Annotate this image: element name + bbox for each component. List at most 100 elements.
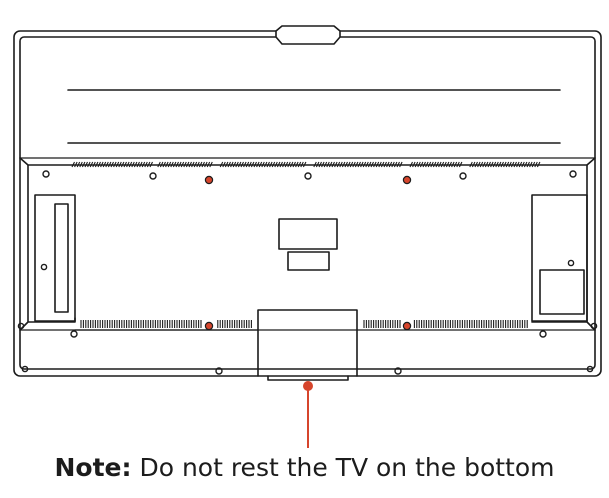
vent-slot [172, 161, 177, 168]
left-port-slot [54, 203, 69, 313]
vent-slot [74, 161, 78, 168]
vent-slot [128, 161, 133, 168]
vent-slot [419, 161, 424, 168]
vent-slot [328, 161, 333, 168]
vent-slot [258, 161, 263, 168]
vent-slot [344, 161, 348, 168]
vent-slot [271, 161, 276, 168]
right-port-box [531, 194, 588, 322]
vent-slot [245, 161, 250, 168]
vent-slot [287, 161, 291, 168]
vent-slot [162, 161, 166, 168]
top-hook [275, 25, 341, 45]
vent-slot [105, 161, 109, 168]
vent-slot [456, 161, 460, 168]
vent-slot [87, 161, 91, 168]
vent-slot [300, 161, 304, 168]
vent-slot [365, 161, 369, 168]
vent-slot [531, 161, 536, 168]
vent-slot [92, 161, 96, 168]
vent-slot [209, 161, 213, 168]
vent-slot [146, 161, 151, 168]
vent-slot [149, 161, 153, 168]
vent-slot [167, 161, 172, 168]
vent-slot [373, 161, 377, 168]
vent-slot [529, 161, 533, 168]
bottom-stand-block [257, 309, 358, 377]
vent-slot [170, 161, 174, 168]
vent-slot [422, 161, 426, 168]
vent-slot [196, 161, 200, 168]
vent-slot [84, 161, 88, 168]
vent-slot [81, 161, 86, 168]
vent-slot [224, 161, 229, 168]
vent-slot [534, 161, 538, 168]
vent-slot [482, 161, 486, 168]
vent-slot [352, 161, 356, 168]
bottom-pointer-dot [303, 381, 313, 391]
vent-slot [331, 161, 335, 168]
vent-slot [484, 161, 489, 168]
center-connector-bottom [287, 251, 330, 271]
vent-slot [253, 161, 257, 168]
left-side-panel [19, 164, 76, 331]
vent-slot [347, 161, 351, 168]
vent-slot [76, 161, 81, 168]
vent-slot [362, 161, 367, 168]
vent-slot [357, 161, 361, 168]
vent-slot [414, 161, 419, 168]
vent-slot [510, 161, 515, 168]
vent-slot [102, 161, 107, 168]
vent-slot [185, 161, 190, 168]
vent-slot [180, 161, 185, 168]
vent-slot [113, 161, 117, 168]
vent-slot [503, 161, 507, 168]
vent-slot [453, 161, 458, 168]
center-connector-top [278, 218, 338, 250]
vent-slot [79, 161, 83, 168]
vent-slot [479, 161, 484, 168]
vent-slot [198, 161, 203, 168]
vent-slot [487, 161, 491, 168]
vent-slot [521, 161, 525, 168]
vent-slot [227, 161, 231, 168]
vent-slot [458, 161, 463, 168]
vent-slot [471, 161, 476, 168]
vent-slot [445, 161, 450, 168]
vent-slot [289, 161, 294, 168]
vent-slot [339, 161, 343, 168]
vent-slot [321, 161, 325, 168]
vent-slot [243, 161, 247, 168]
vent-slot [141, 161, 146, 168]
vent-slot [263, 161, 268, 168]
vent-slot [107, 161, 112, 168]
vent-slot [266, 161, 270, 168]
shoulder-line [19, 157, 596, 166]
vent-slot [235, 161, 239, 168]
vent-slot [133, 161, 138, 168]
vent-slot [144, 161, 148, 168]
vent-slot [240, 161, 244, 168]
vent-slot [297, 161, 302, 168]
vent-slot [409, 161, 413, 168]
vent-slot [100, 161, 104, 168]
vent-slot [110, 161, 114, 168]
vent-slot [89, 161, 94, 168]
vent-slot [178, 161, 182, 168]
vent-slot [508, 161, 512, 168]
vent-slot [71, 161, 75, 168]
mounting-hole-bottom-left [204, 321, 214, 331]
vent-slot [326, 161, 330, 168]
vent-slot [175, 161, 179, 168]
vent-slot [425, 161, 429, 168]
vent-slot [159, 161, 164, 168]
vent-slot [438, 161, 442, 168]
vent-slot [269, 161, 273, 168]
vent-slot [276, 161, 281, 168]
vent-slot [386, 161, 390, 168]
vent-slot [295, 161, 299, 168]
mounting-hole-top-left [204, 175, 214, 185]
vent-slot [261, 161, 265, 168]
